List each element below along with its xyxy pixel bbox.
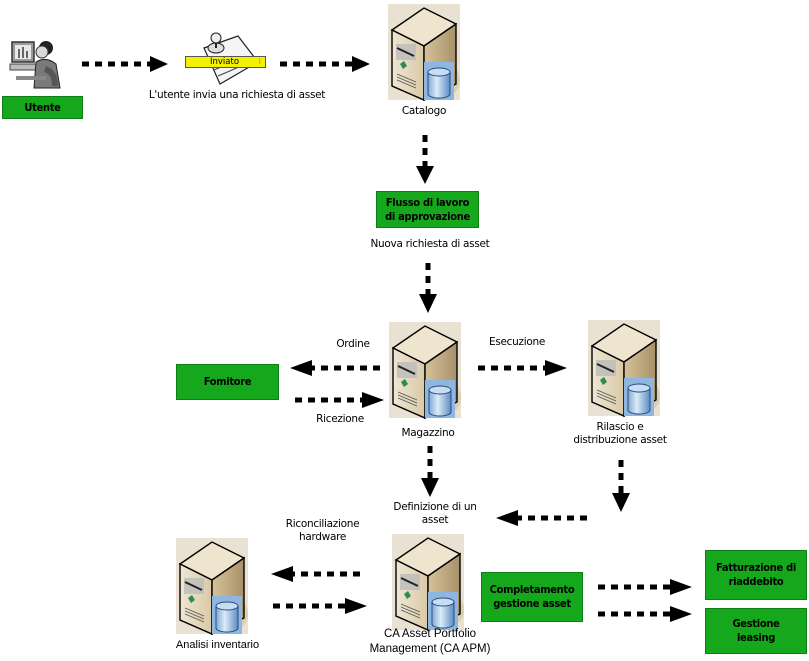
arrowhead bbox=[271, 566, 293, 582]
leasing-line1: Gestione bbox=[732, 617, 780, 630]
user-at-computer-icon bbox=[6, 36, 66, 92]
catalog-server-icon bbox=[384, 2, 464, 102]
inventory-label: Analisi inventario bbox=[175, 639, 260, 651]
catalog-label: Catalogo bbox=[401, 105, 447, 117]
approval-workflow-label: Flusso di lavoro di approvazione bbox=[385, 195, 470, 223]
execution-label: Esecuzione bbox=[489, 336, 545, 348]
arrowhead bbox=[419, 294, 437, 313]
leasing-line2: leasing bbox=[736, 631, 776, 644]
complete-line1: Completamento bbox=[489, 583, 575, 596]
request-caption: L'utente invia una richiesta di asset bbox=[148, 89, 326, 101]
arrowhead bbox=[612, 493, 630, 512]
chargeback-line1: Fatturazione di bbox=[716, 561, 796, 574]
asset-definition-label: Definizione di un asset bbox=[380, 501, 490, 527]
warehouse-label: Magazzino bbox=[401, 427, 455, 439]
complete-line2: gestione asset bbox=[493, 597, 571, 610]
release-server-icon bbox=[584, 318, 664, 418]
new-request-caption: Nuova richiesta di asset bbox=[370, 238, 490, 250]
supplier-box: Fomitore bbox=[176, 364, 279, 400]
status-tag-submitted: Inviato ⁝ bbox=[185, 56, 266, 68]
leasing-management-box: Gestione leasing bbox=[705, 608, 807, 654]
arrowhead bbox=[496, 510, 518, 526]
status-tag-label: Inviato bbox=[210, 57, 240, 67]
hw-reconciliation-label: Riconciliazione hardware bbox=[270, 518, 375, 544]
user-box: Utente bbox=[2, 96, 83, 119]
release-label: Rilascio e distribuzione asset bbox=[560, 421, 680, 447]
hw-reconciliation-line1: Riconciliazione bbox=[285, 518, 360, 530]
apm-label: CA Asset Portfolio Management (CA APM) bbox=[365, 627, 495, 657]
apm-label-line1: CA Asset Portfolio bbox=[383, 628, 477, 640]
warehouse-server-icon bbox=[385, 320, 465, 420]
arrowhead bbox=[150, 56, 168, 72]
hw-reconciliation-line2: hardware bbox=[298, 531, 347, 543]
order-label: Ordine bbox=[336, 338, 370, 350]
tag-separator: ⁝ bbox=[258, 57, 261, 66]
asset-definition-line2: asset bbox=[421, 514, 449, 526]
chargeback-billing-box: Fatturazione di riaddebito bbox=[705, 550, 807, 600]
arrowhead bbox=[545, 360, 567, 376]
arrowhead bbox=[416, 166, 434, 184]
user-label: Utente bbox=[24, 100, 61, 114]
apm-server-icon bbox=[388, 532, 468, 632]
asset-definition-line1: Definizione di un bbox=[393, 501, 477, 513]
complete-asset-management-box: Completamento gestione asset bbox=[481, 572, 583, 622]
arrowhead bbox=[421, 478, 439, 497]
inventory-server-icon bbox=[172, 536, 252, 636]
arrowhead bbox=[362, 392, 384, 408]
receipt-label: Ricezione bbox=[316, 413, 364, 425]
arrowhead bbox=[290, 360, 312, 376]
release-label-line2: distribuzione asset bbox=[573, 434, 667, 446]
arrowhead bbox=[670, 606, 692, 622]
chargeback-line2: riaddebito bbox=[728, 575, 784, 588]
arrowhead bbox=[345, 598, 367, 614]
release-label-line1: Rilascio e bbox=[596, 421, 644, 433]
apm-label-line2: Management (CA APM) bbox=[369, 643, 491, 655]
arrowhead bbox=[670, 579, 692, 595]
approval-workflow-box: Flusso di lavoro di approvazione bbox=[376, 191, 479, 228]
supplier-label: Fomitore bbox=[203, 375, 252, 388]
arrowhead bbox=[352, 56, 370, 72]
